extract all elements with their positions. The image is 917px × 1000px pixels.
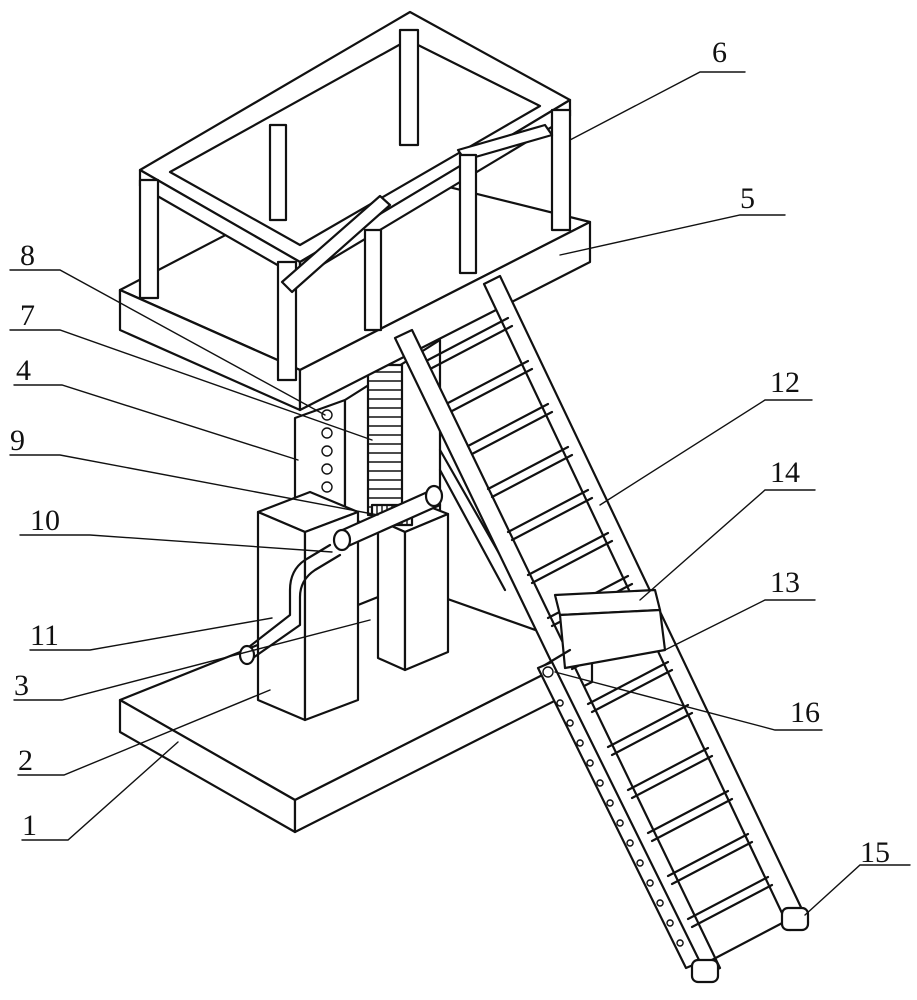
callout-2: 2 [18, 744, 33, 777]
callout-5: 5 [740, 182, 755, 215]
leader-lines [9, 71, 911, 916]
callout-11: 11 [30, 619, 59, 652]
callout-4: 4 [16, 354, 31, 387]
callout-10: 10 [30, 504, 60, 537]
callout-13: 13 [770, 566, 800, 599]
callout-14: 14 [770, 456, 800, 489]
callout-labels: 1 2 3 4 5 6 7 8 9 10 11 12 13 14 15 16 [10, 36, 890, 869]
callout-12: 12 [770, 366, 800, 399]
callout-7: 7 [20, 299, 35, 332]
callout-3: 3 [14, 669, 29, 702]
guide-block-left [256, 490, 360, 722]
ladder-feet [690, 906, 810, 984]
callout-8: 8 [20, 239, 35, 272]
support-rail [538, 588, 667, 670]
adjustment-strip [536, 660, 702, 970]
callout-16: 16 [790, 696, 820, 729]
callout-6: 6 [712, 36, 727, 69]
rack [366, 363, 404, 517]
hole-row [321, 409, 333, 493]
crank-handle [238, 543, 342, 666]
callout-9: 9 [10, 424, 25, 457]
guardrail [138, 10, 572, 382]
shaft [332, 484, 444, 552]
callout-15: 15 [860, 836, 890, 869]
callout-1: 1 [22, 809, 37, 842]
